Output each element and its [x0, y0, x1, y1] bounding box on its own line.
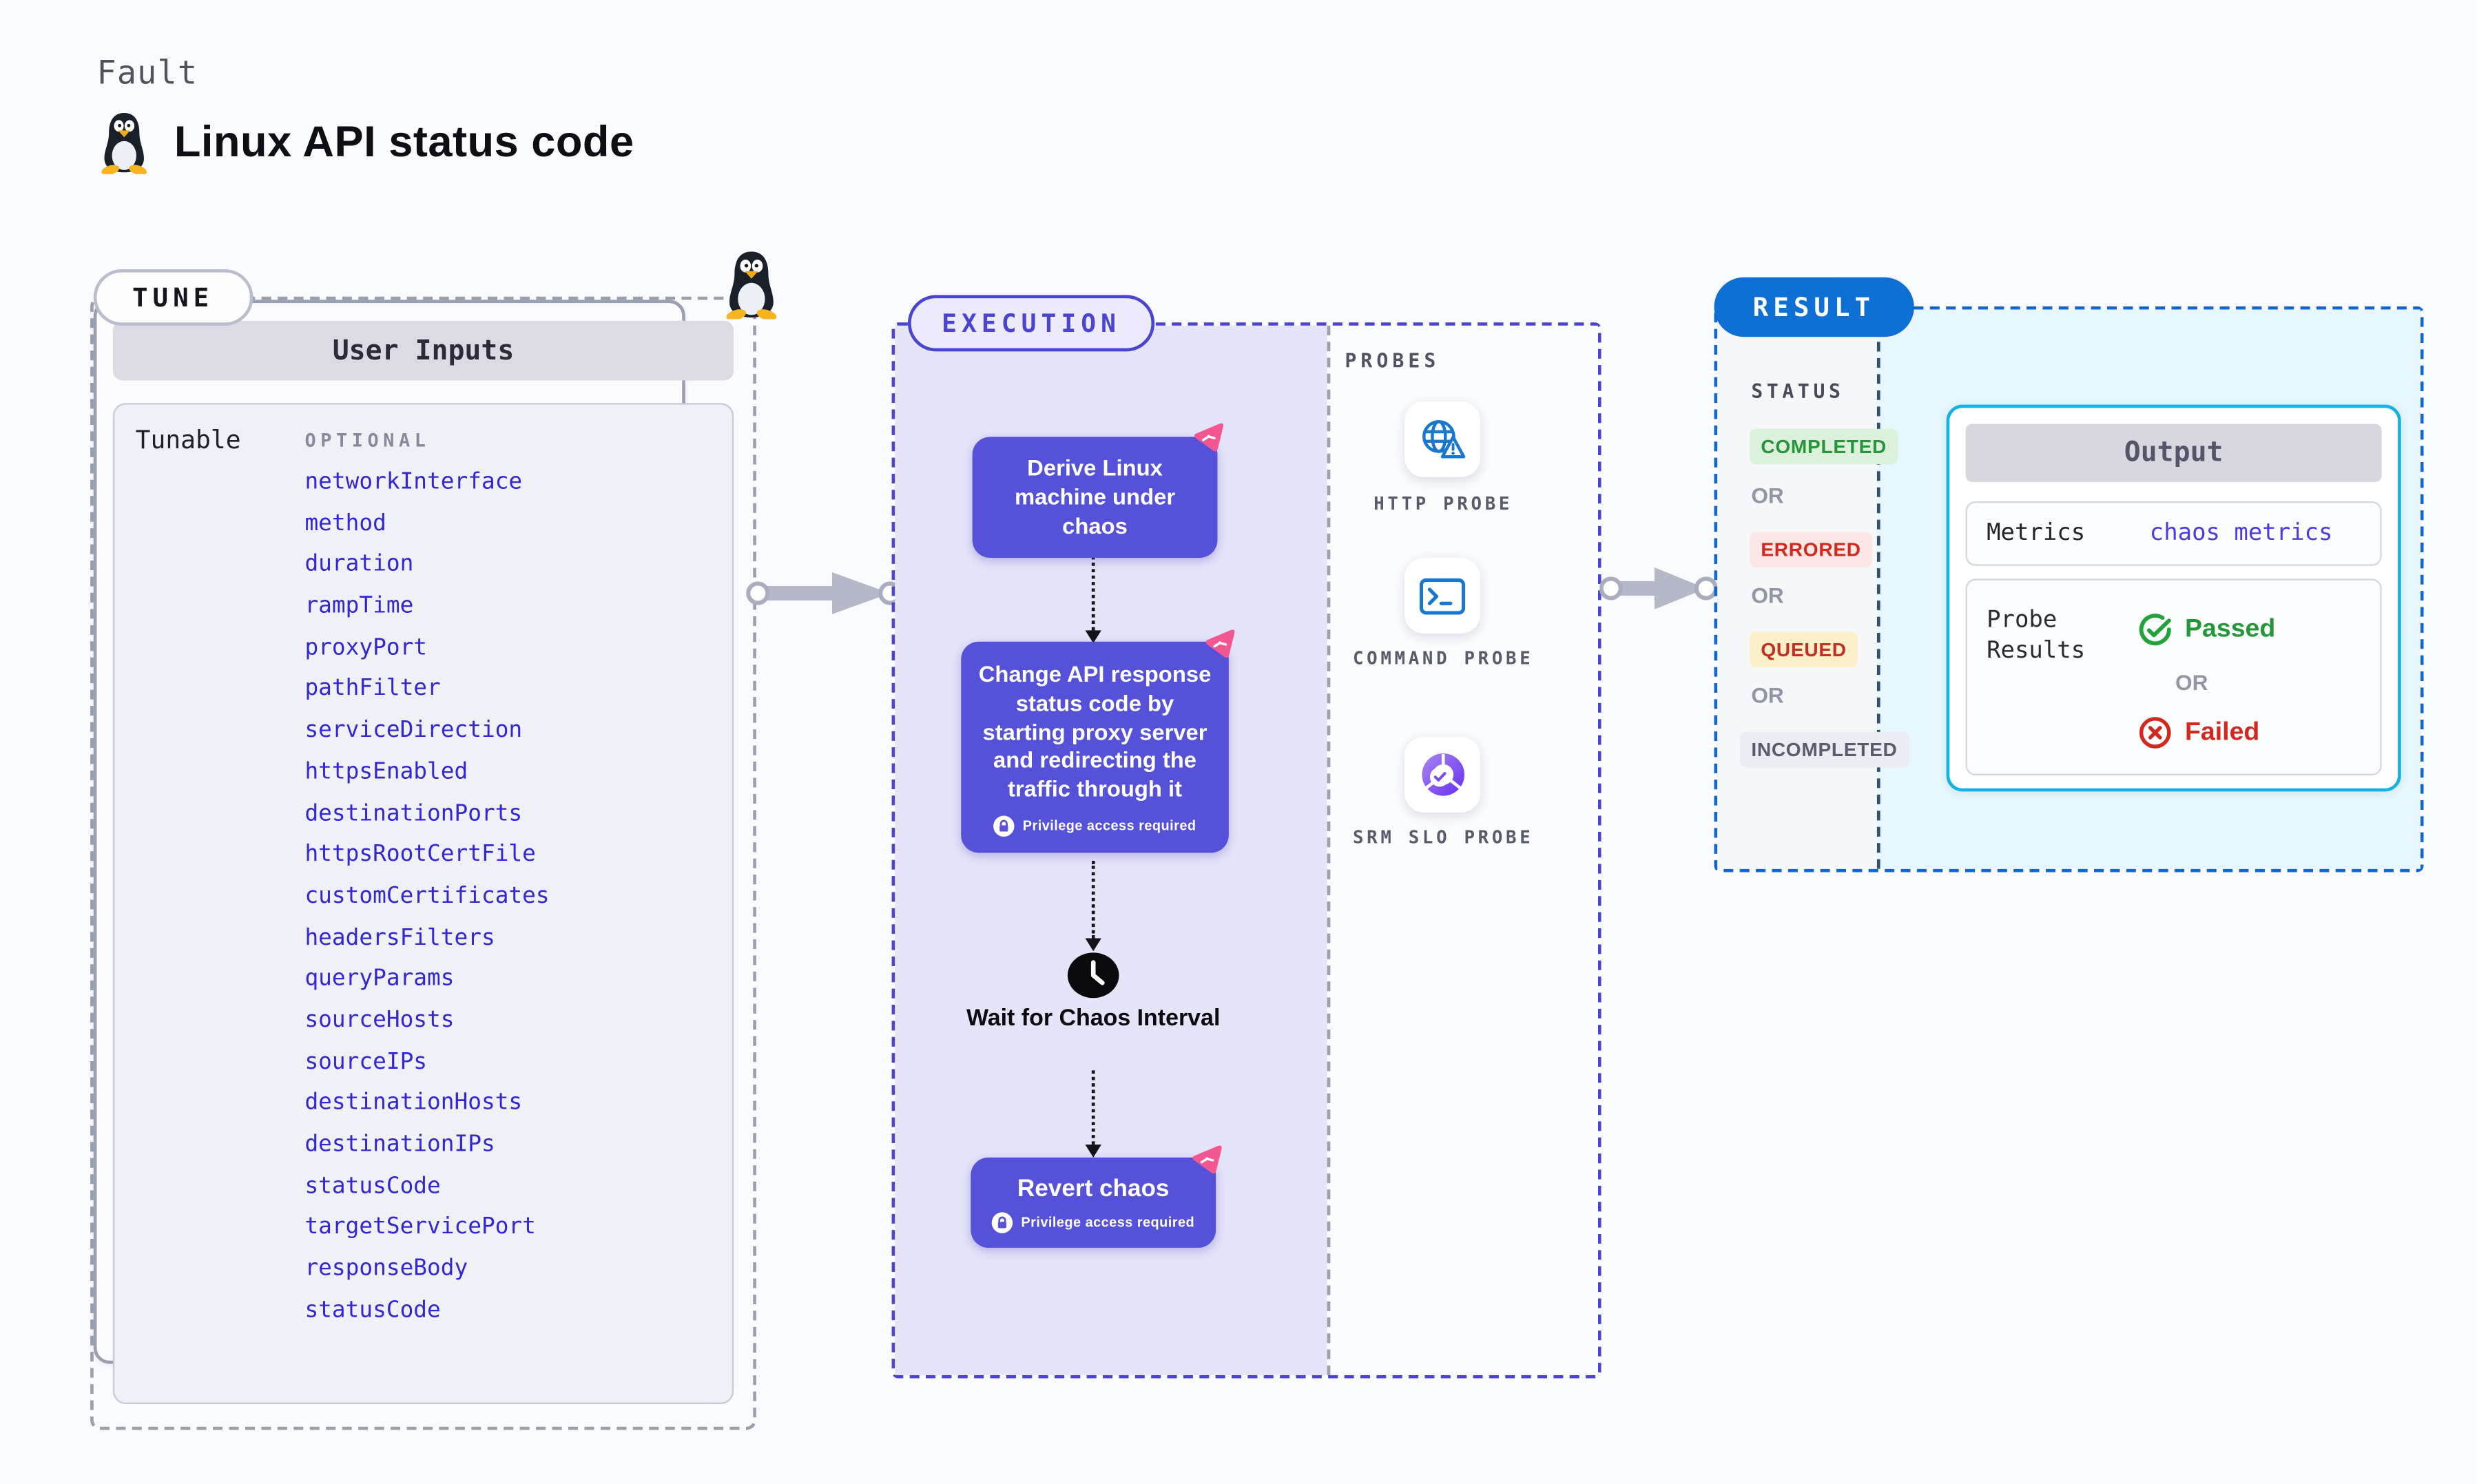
check-circle-icon — [2139, 614, 2171, 646]
http-probe-label: HTTP PROBE — [1374, 493, 1513, 514]
optional-label: OPTIONAL — [304, 428, 431, 452]
status-column — [1717, 309, 1877, 869]
page-title: Linux API status code — [174, 116, 634, 165]
linux-penguin-icon — [101, 113, 147, 174]
metrics-value: chaos metrics — [2149, 521, 2333, 547]
param-item: targetServicePort — [304, 1214, 536, 1241]
param-item: destinationPorts — [304, 800, 523, 826]
metrics-label: Metrics — [1987, 521, 2086, 547]
param-item: queryParams — [304, 965, 455, 992]
tune-section: User Inputs Tunable OPTIONAL networkInte… — [90, 296, 756, 1430]
command-probe-card — [1405, 557, 1481, 634]
or-label: OR — [2175, 670, 2208, 695]
probe-results-label: Probe Results — [1987, 607, 2086, 665]
param-item: httpsRootCertFile — [304, 842, 536, 868]
param-item: destinationIPs — [304, 1131, 495, 1158]
flow-connector — [1084, 556, 1101, 644]
status-badge-errored: ERRORED — [1749, 532, 1873, 568]
execution-to-result-arrow — [1599, 567, 1718, 609]
terminal-icon — [1419, 577, 1466, 614]
status-badge-incompleted: INCOMPLETED — [1739, 731, 1909, 768]
execution-badge: EXECUTION — [907, 295, 1155, 352]
status-badge-completed: COMPLETED — [1749, 428, 1898, 465]
x-circle-icon — [2139, 717, 2171, 749]
http-probe-card — [1405, 401, 1481, 477]
slo-donut-check-icon — [1421, 753, 1464, 796]
globe-warning-icon — [1422, 419, 1466, 458]
tunable-label: Tunable — [135, 426, 241, 455]
param-item: destinationHosts — [304, 1090, 523, 1116]
passed-row: Passed — [2138, 613, 2275, 647]
metrics-row: Metrics chaos metrics — [1965, 501, 2382, 566]
step-change-status-code: Change API response status code by start… — [961, 641, 1229, 853]
status-badge-queued: QUEUED — [1749, 631, 1858, 668]
param-item: duration — [304, 552, 414, 578]
fault-kicker: Fault — [96, 53, 198, 92]
flow-connector — [1084, 861, 1101, 952]
step-text: Revert chaos — [1017, 1175, 1170, 1203]
param-item: headersFilters — [304, 924, 495, 951]
privilege-label: Privilege access required — [1021, 1214, 1195, 1231]
chaos-fork-icon — [1192, 1145, 1222, 1174]
status-title: STATUS — [1751, 380, 1845, 404]
wait-clock-icon — [1067, 952, 1119, 999]
title-row: Linux API status code — [96, 109, 634, 174]
param-item: rampTime — [304, 593, 414, 620]
result-badge: RESULT — [1714, 277, 1914, 337]
param-item: statusCode — [304, 1297, 441, 1324]
step-derive-machine: Derive Linux machine under chaos — [972, 437, 1218, 558]
failed-row: Failed — [2138, 715, 2259, 749]
param-item: proxyPort — [304, 634, 428, 661]
tunable-list: Tunable OPTIONAL networkInterface method… — [112, 403, 734, 1405]
tune-to-execution-arrow — [746, 572, 902, 614]
or-label: OR — [1751, 483, 1784, 508]
user-inputs-title: User Inputs — [112, 320, 734, 381]
passed-label: Passed — [2185, 615, 2276, 642]
probe-results-row: Probe Results Passed OR Failed — [1965, 578, 2382, 776]
step-revert-chaos: Revert chaos Privilege access required — [971, 1157, 1216, 1248]
param-item: method — [304, 510, 386, 536]
user-inputs-card: User Inputs Tunable OPTIONAL networkInte… — [93, 300, 734, 1405]
srm-slo-probe-card — [1405, 736, 1481, 813]
privilege-label: Privilege access required — [1022, 817, 1196, 834]
linux-penguin-icon — [726, 251, 777, 320]
output-card: Output Metrics chaos metrics Probe Resul… — [1946, 404, 2401, 792]
failed-label: Failed — [2185, 718, 2260, 746]
or-label: OR — [1751, 583, 1784, 608]
flow-connector — [1084, 1070, 1101, 1158]
privilege-row: Privilege access required — [984, 1212, 1203, 1233]
result-section: STATUS COMPLETED OR ERRORED OR QUEUED OR… — [1714, 306, 2424, 872]
tune-badge: TUNE — [93, 269, 253, 326]
param-item: networkInterface — [304, 469, 523, 495]
param-item: responseBody — [304, 1255, 468, 1282]
lock-icon — [993, 815, 1015, 837]
lock-icon — [992, 1212, 1013, 1233]
probes-title: PROBES — [1345, 349, 1440, 373]
privilege-row: Privilege access required — [975, 815, 1214, 837]
param-item: sourceHosts — [304, 1007, 455, 1034]
execution-section: Derive Linux machine under chaos Change … — [891, 322, 1602, 1379]
param-list: networkInterface method duration rampTim… — [304, 471, 549, 1323]
param-item: sourceIPs — [304, 1049, 428, 1075]
step-text: Change API response status code by start… — [978, 660, 1212, 802]
param-item: serviceDirection — [304, 718, 523, 744]
param-item: httpsEnabled — [304, 759, 468, 785]
srm-slo-probe-label: SRM SLO PROBE — [1352, 826, 1534, 848]
param-item: statusCode — [304, 1173, 441, 1199]
command-probe-label: COMMAND PROBE — [1352, 648, 1534, 669]
chaos-fork-icon — [1194, 423, 1224, 452]
param-item: customCertificates — [304, 883, 550, 910]
output-title: Output — [1965, 424, 2382, 482]
param-item: pathFilter — [304, 676, 441, 702]
wait-chaos-interval-label: Wait for Chaos Interval — [966, 1005, 1221, 1032]
probes-panel — [1327, 325, 1598, 1375]
chaos-fork-icon — [1205, 629, 1235, 658]
or-label: OR — [1751, 683, 1784, 708]
